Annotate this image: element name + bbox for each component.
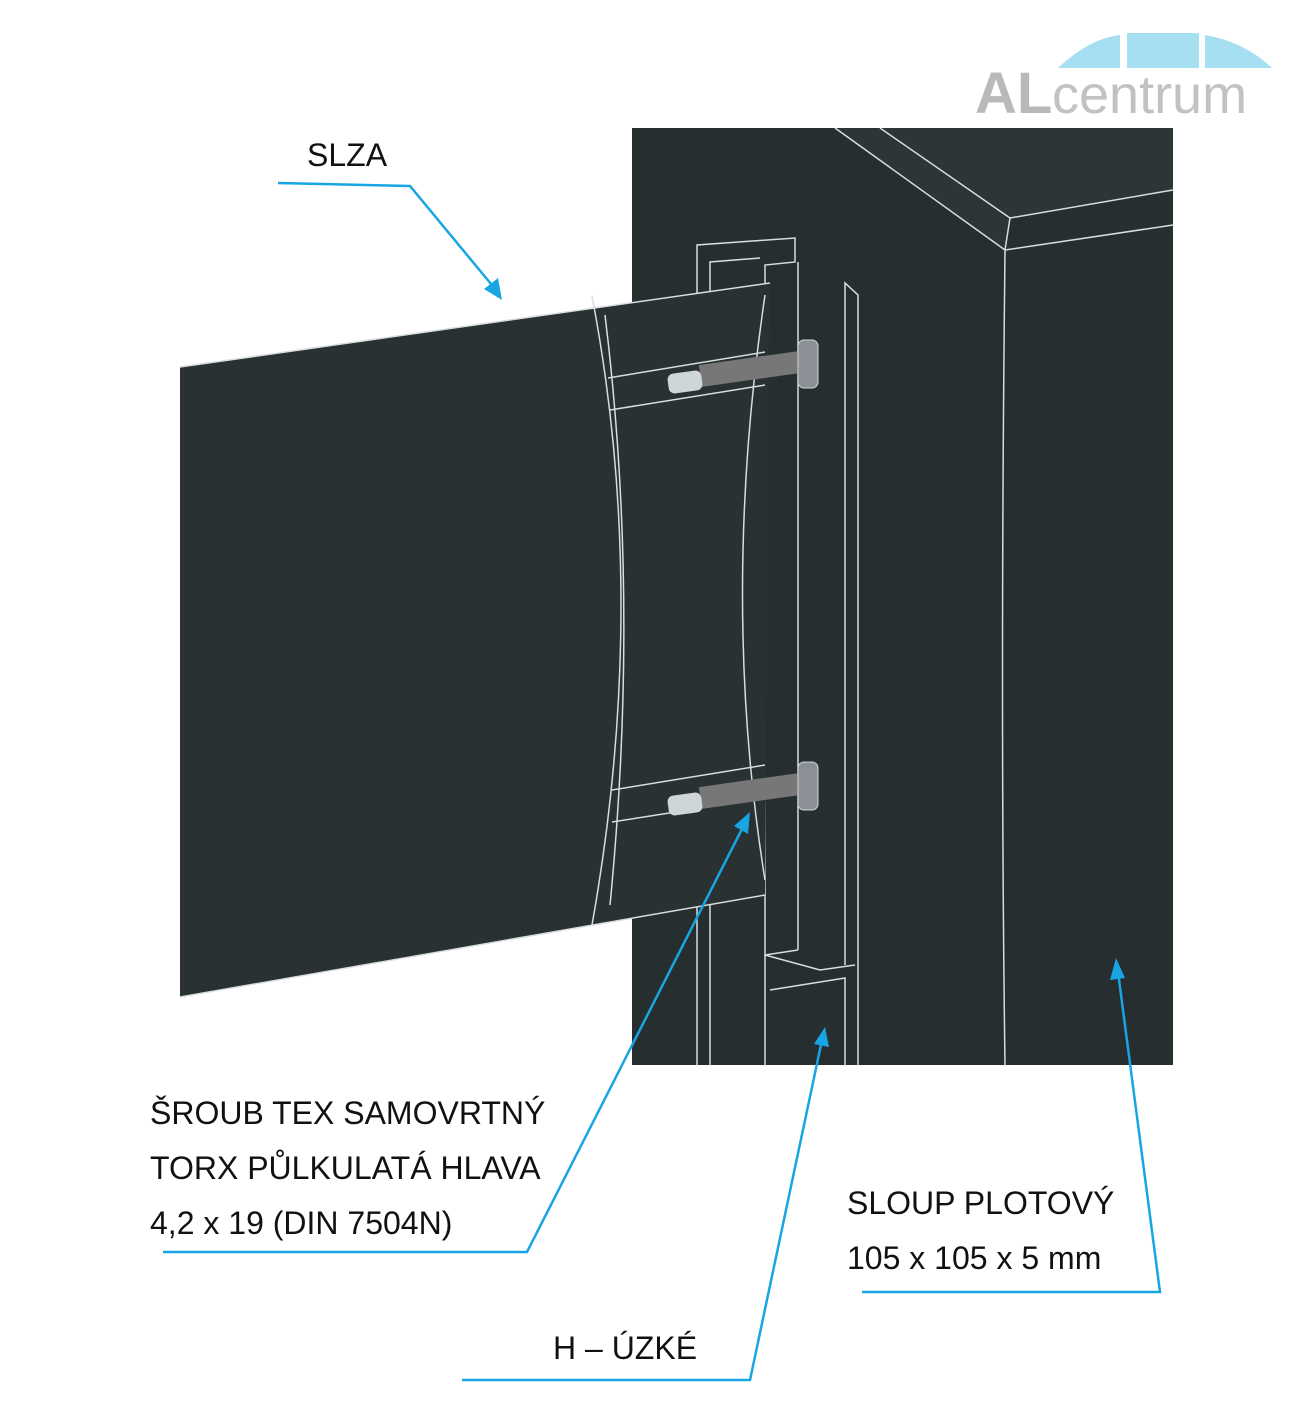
label-screw-line3: 4,2 x 19 (DIN 7504N) [150, 1205, 452, 1241]
label-slat: SLZA [307, 137, 388, 173]
label-h-profile: H – ÚZKÉ [553, 1330, 697, 1366]
callout-h-profile: H – ÚZKÉ [462, 1027, 829, 1382]
label-post-line1: SLOUP PLOTOVÝ [847, 1185, 1114, 1221]
callout-post: SLOUP PLOTOVÝ 105 x 105 x 5 mm [847, 958, 1162, 1294]
screw-bottom [667, 761, 819, 816]
screw-top [667, 339, 819, 394]
slat [179, 282, 771, 998]
label-screw-line1: ŠROUB TEX SAMOVRTNÝ [150, 1095, 545, 1131]
alcentrum-logo: AL centrum [975, 33, 1272, 126]
callout-screw: ŠROUB TEX SAMOVRTNÝ TORX PŮLKULATÁ HLAVA… [150, 812, 750, 1254]
logo-text-al: AL [975, 61, 1052, 126]
callout-slat: SLZA [277, 137, 502, 300]
logo-text-centrum: centrum [1052, 65, 1247, 125]
label-screw-line2: TORX PŮLKULATÁ HLAVA [150, 1150, 541, 1186]
label-post-line2: 105 x 105 x 5 mm [847, 1240, 1101, 1276]
